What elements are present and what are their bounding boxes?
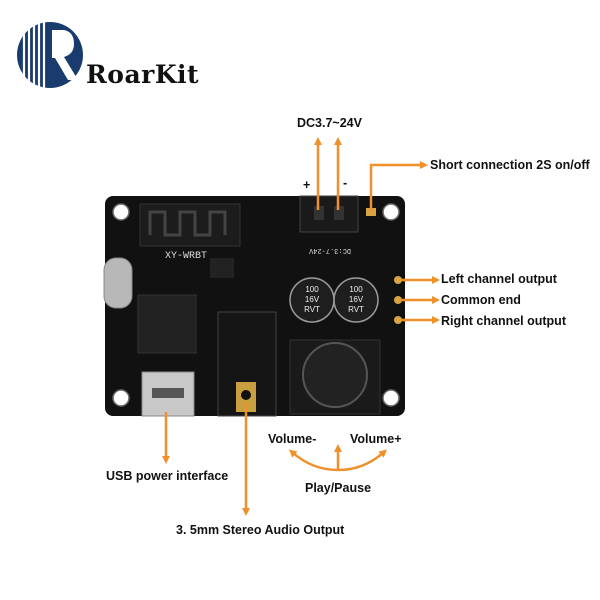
usb-label: USB power interface [106, 469, 229, 483]
roarkit-logo-icon [17, 22, 83, 88]
cap-left-voltage: 16V [305, 295, 320, 304]
board-voltage-silk-text: DC:3.7-24V [308, 246, 351, 254]
plus-label: + [303, 178, 311, 192]
cap-left-brand: RVT [304, 305, 320, 314]
audio-out-label: 3. 5mm Stereo Audio Output [176, 523, 345, 537]
power-label: DC3.7~24V [297, 116, 362, 130]
cap-right-value: 100 [349, 285, 363, 294]
short-connection-arrow [369, 161, 428, 210]
volume-plus-arrow [337, 449, 387, 472]
minus-label: - [343, 176, 348, 190]
short-connection-label: Short connection 2S on/off [430, 158, 590, 172]
brand-name: RoarKit [86, 60, 200, 89]
cap-left-value: 100 [305, 285, 319, 294]
cap-right-brand: RVT [348, 305, 364, 314]
pcb-board [103, 195, 405, 417]
volume-plus-label: Volume+ [350, 432, 402, 446]
play-pause-label: Play/Pause [305, 481, 372, 495]
right-channel-label: Right channel output [441, 314, 566, 328]
left-channel-label: Left channel output [441, 272, 557, 286]
volume-minus-label: Volume- [268, 432, 317, 446]
board-model-text: XY-WRBT [165, 251, 207, 262]
cap-right-voltage: 16V [349, 295, 364, 304]
volume-minus-arrow [289, 449, 339, 472]
common-end-label: Common end [441, 293, 521, 307]
